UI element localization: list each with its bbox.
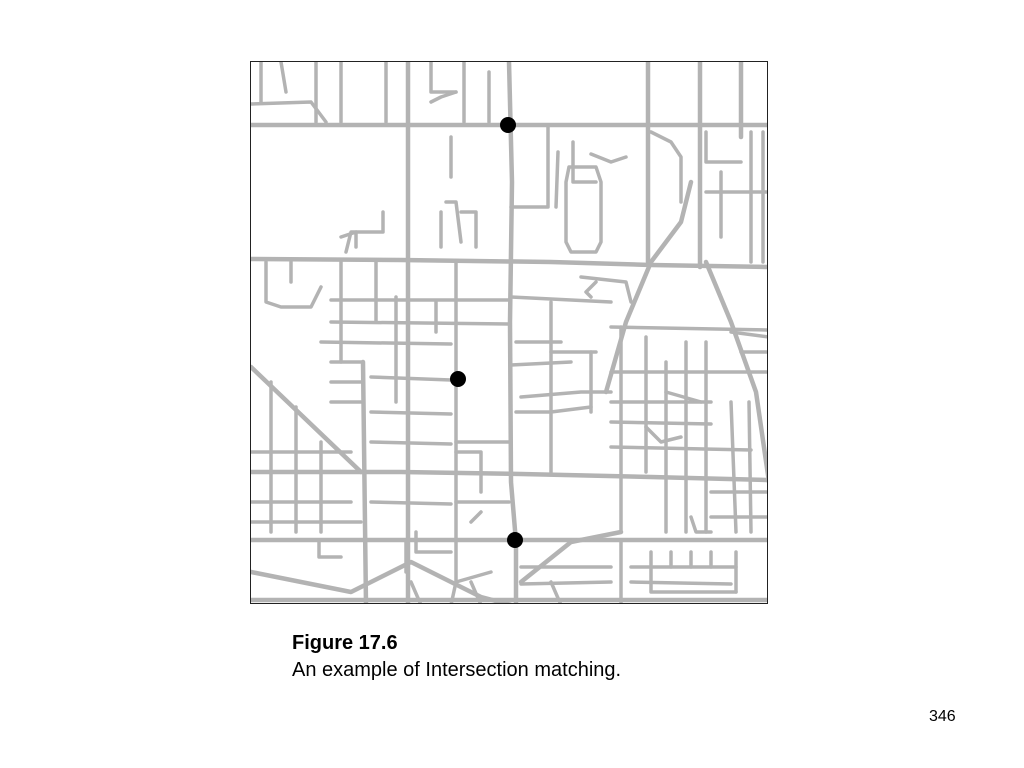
minor-road — [519, 390, 613, 399]
minor-road — [264, 260, 323, 309]
minor-road — [564, 165, 603, 254]
road-network — [251, 62, 767, 603]
figure-caption: Figure 17.6 An example of Intersection m… — [292, 630, 621, 684]
major-road — [251, 469, 767, 483]
minor-road — [609, 325, 767, 332]
minor-road — [609, 420, 713, 426]
major-road — [518, 529, 624, 585]
minor-road — [344, 210, 385, 254]
figure-title: Figure 17.6 — [292, 632, 398, 654]
major-road — [251, 559, 513, 603]
major-road — [506, 62, 519, 603]
major-road — [703, 259, 767, 484]
minor-road — [644, 425, 683, 444]
minor-road — [609, 445, 753, 452]
minor-road — [689, 515, 713, 534]
street-map — [250, 61, 768, 604]
intersection-marker-1 — [500, 117, 516, 133]
intersection-marker-3 — [507, 532, 523, 548]
minor-road — [579, 275, 633, 304]
minor-road — [519, 580, 613, 586]
minor-road — [429, 62, 458, 94]
minor-road — [584, 280, 598, 299]
minor-road — [509, 123, 550, 209]
minor-road — [454, 450, 483, 494]
minor-road — [649, 130, 683, 204]
minor-road — [279, 62, 288, 94]
major-road — [251, 256, 767, 270]
minor-road — [549, 300, 598, 354]
figure-description: An example of Intersection matching. — [292, 659, 622, 681]
major-road — [360, 359, 369, 603]
minor-road — [729, 400, 738, 534]
major-road — [251, 364, 364, 475]
minor-road — [369, 440, 453, 446]
minor-road — [444, 200, 463, 244]
intersection-markers — [450, 117, 523, 548]
minor-road — [369, 410, 453, 416]
minor-road — [629, 580, 733, 586]
minor-road — [429, 90, 458, 104]
minor-road — [369, 500, 453, 506]
major-road — [603, 179, 694, 395]
street-map-canvas — [251, 62, 767, 603]
page-number: 346 — [929, 708, 956, 725]
minor-road — [317, 538, 343, 559]
minor-road — [704, 130, 743, 164]
intersection-marker-2 — [450, 371, 466, 387]
minor-road — [469, 510, 483, 524]
minor-road — [514, 405, 593, 414]
minor-road — [509, 295, 613, 304]
minor-road — [571, 140, 598, 184]
minor-road — [664, 390, 703, 404]
minor-road — [329, 320, 511, 326]
minor-road — [729, 330, 767, 339]
minor-road — [747, 400, 753, 534]
minor-road — [319, 340, 453, 346]
minor-road — [509, 360, 573, 367]
minor-road — [459, 210, 478, 249]
minor-road — [554, 150, 560, 209]
minor-road — [251, 100, 328, 124]
minor-road — [369, 375, 453, 382]
minor-road — [649, 550, 738, 594]
minor-road — [589, 152, 628, 164]
